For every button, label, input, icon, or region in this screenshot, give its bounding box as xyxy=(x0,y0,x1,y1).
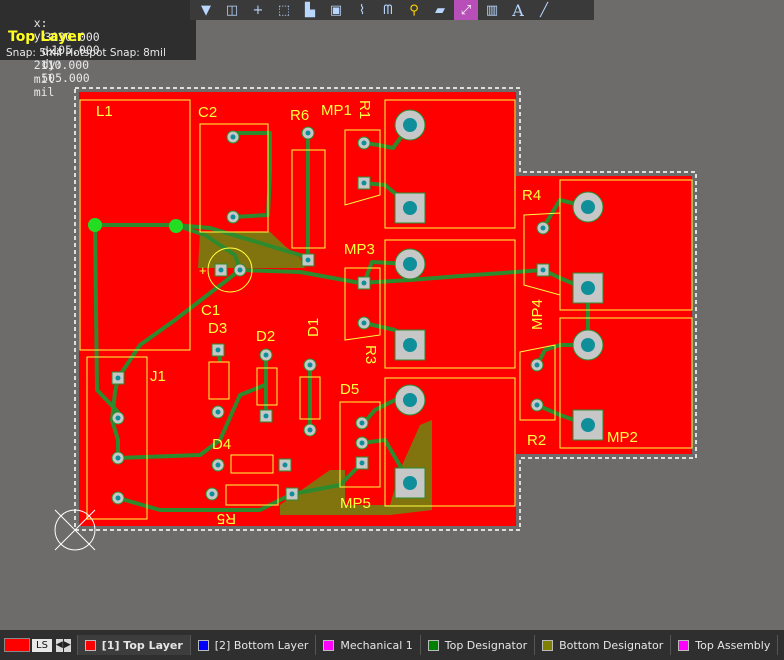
layer-tab-label: [2] Bottom Layer xyxy=(214,638,309,652)
chart-icon[interactable]: ▙ xyxy=(305,2,315,18)
designators: L1 C2 R6 MP1 R1 R4 MP3 C1 D3 D2 D1 MP4 R… xyxy=(96,100,638,527)
layer-color-swatch xyxy=(323,639,335,651)
graph-icon[interactable]: ▥ xyxy=(485,2,499,18)
dy-label: dy: xyxy=(41,57,63,71)
layer-tab-label: Bottom Designator xyxy=(559,638,664,652)
text-icon[interactable]: A xyxy=(512,0,524,20)
layer-tab[interactable]: Bottom Designator xyxy=(534,635,670,655)
label-R5: R5 xyxy=(217,510,236,527)
y-label: y: xyxy=(33,29,48,43)
layer-tab[interactable]: [1] Top Layer xyxy=(76,635,190,655)
label-D5: D5 xyxy=(340,381,359,398)
layer-set-selector[interactable]: LS xyxy=(4,638,52,652)
label-R3: R3 xyxy=(362,345,379,364)
label-L1: L1 xyxy=(96,103,113,120)
layer-tab[interactable]: Top Designator xyxy=(419,635,534,655)
select-rect-icon[interactable]: ⬚ xyxy=(277,2,291,18)
olive-pour-bottom xyxy=(280,420,432,515)
c1-polarity-mark: + xyxy=(199,263,207,278)
label-C2: C2 xyxy=(198,104,217,121)
label-C1: C1 xyxy=(201,302,220,319)
label-R1: R1 xyxy=(356,100,373,119)
dx-value: 2110.000 xyxy=(33,58,90,72)
label-R2: R2 xyxy=(527,432,546,449)
label-MP2: MP2 xyxy=(607,429,638,446)
label-D3: D3 xyxy=(208,320,227,337)
unit-bottom: mil xyxy=(33,85,55,99)
interactive-route-icon[interactable]: ⤢ xyxy=(454,0,478,20)
x-value: 3030.000 xyxy=(44,30,100,44)
scroll-left-button[interactable]: ◀ xyxy=(55,638,63,652)
label-MP5: MP5 xyxy=(340,495,371,512)
layer-tab-label: [1] Top Layer xyxy=(101,638,183,652)
magnet-icon[interactable]: ◫ xyxy=(225,2,239,18)
layers-icon[interactable]: ▰ xyxy=(435,2,445,18)
layer-color-swatch xyxy=(678,639,690,651)
label-J1: J1 xyxy=(150,368,166,385)
layer-tab-label: Top Assembly xyxy=(695,638,771,652)
olive-pour-top xyxy=(198,232,305,268)
filter-icon[interactable]: ▼ xyxy=(201,2,211,18)
dx-label: dx: xyxy=(41,44,63,58)
layer-tab-label: Mechanical 1 xyxy=(340,638,413,652)
label-D4: D4 xyxy=(212,436,231,453)
x-label: x: xyxy=(33,16,48,30)
coordinate-hud: x: 3030.000 dx: 2110.000 mil y: -105.000… xyxy=(0,0,196,99)
label-D1: D1 xyxy=(305,318,322,337)
layer-tab[interactable]: Mechanical 1 xyxy=(315,635,419,655)
cross-icon[interactable]: + xyxy=(252,2,264,18)
route-icon[interactable]: ⌇ xyxy=(358,2,366,18)
line-icon[interactable]: ╱ xyxy=(540,2,548,18)
label-D2: D2 xyxy=(256,328,275,345)
y-value: -105.000 xyxy=(44,43,100,57)
layer-set-label: LS xyxy=(32,638,52,652)
wave-icon[interactable]: ᗰ xyxy=(383,2,393,18)
pcb-canvas[interactable]: L1 C2 R6 MP1 R1 R4 MP3 C1 D3 D2 D1 MP4 R… xyxy=(0,0,784,630)
pads[interactable] xyxy=(88,109,604,505)
layer-tab[interactable]: Top Assembly xyxy=(670,635,777,655)
label-MP1: MP1 xyxy=(321,102,352,119)
current-layer-label: Top Layer xyxy=(8,29,84,45)
layer-color-swatch xyxy=(427,639,439,651)
label-MP3: MP3 xyxy=(344,241,375,258)
active-bar-toolbar: ▼ ◫ + ⬚ ▙ ▣ ⌇ ᗰ ⚲ ▰ ⤢ ▥ A ╱ xyxy=(190,0,594,20)
layer-tab[interactable]: [2] Bottom Layer xyxy=(189,635,316,655)
origin-marker-icon xyxy=(54,509,96,551)
current-layer-swatch xyxy=(4,638,30,652)
layer-color-swatch xyxy=(84,639,96,651)
layer-tab[interactable]: Top xyxy=(777,635,784,655)
pin-icon[interactable]: ⚲ xyxy=(409,2,419,18)
silkscreen xyxy=(79,99,693,520)
board-outline xyxy=(74,87,697,531)
label-MP4: MP4 xyxy=(529,299,546,330)
layer-color-swatch xyxy=(542,639,554,651)
layer-tab-label: Top Designator xyxy=(444,638,528,652)
label-R6: R6 xyxy=(290,107,309,124)
snap-info: Snap: 5mil Hotspot Snap: 8mil xyxy=(6,47,166,59)
chip-icon[interactable]: ▣ xyxy=(329,2,343,18)
scroll-right-button[interactable]: ▶ xyxy=(63,638,71,652)
unit-top: mil xyxy=(33,72,55,86)
label-R4: R4 xyxy=(522,187,541,204)
layer-color-swatch xyxy=(197,639,209,651)
layer-tabs-bar: LS ◀ ▶ [1] Top Layer [2] Bottom Layer Mech… xyxy=(0,630,784,660)
dy-value: 505.000 xyxy=(41,71,90,85)
